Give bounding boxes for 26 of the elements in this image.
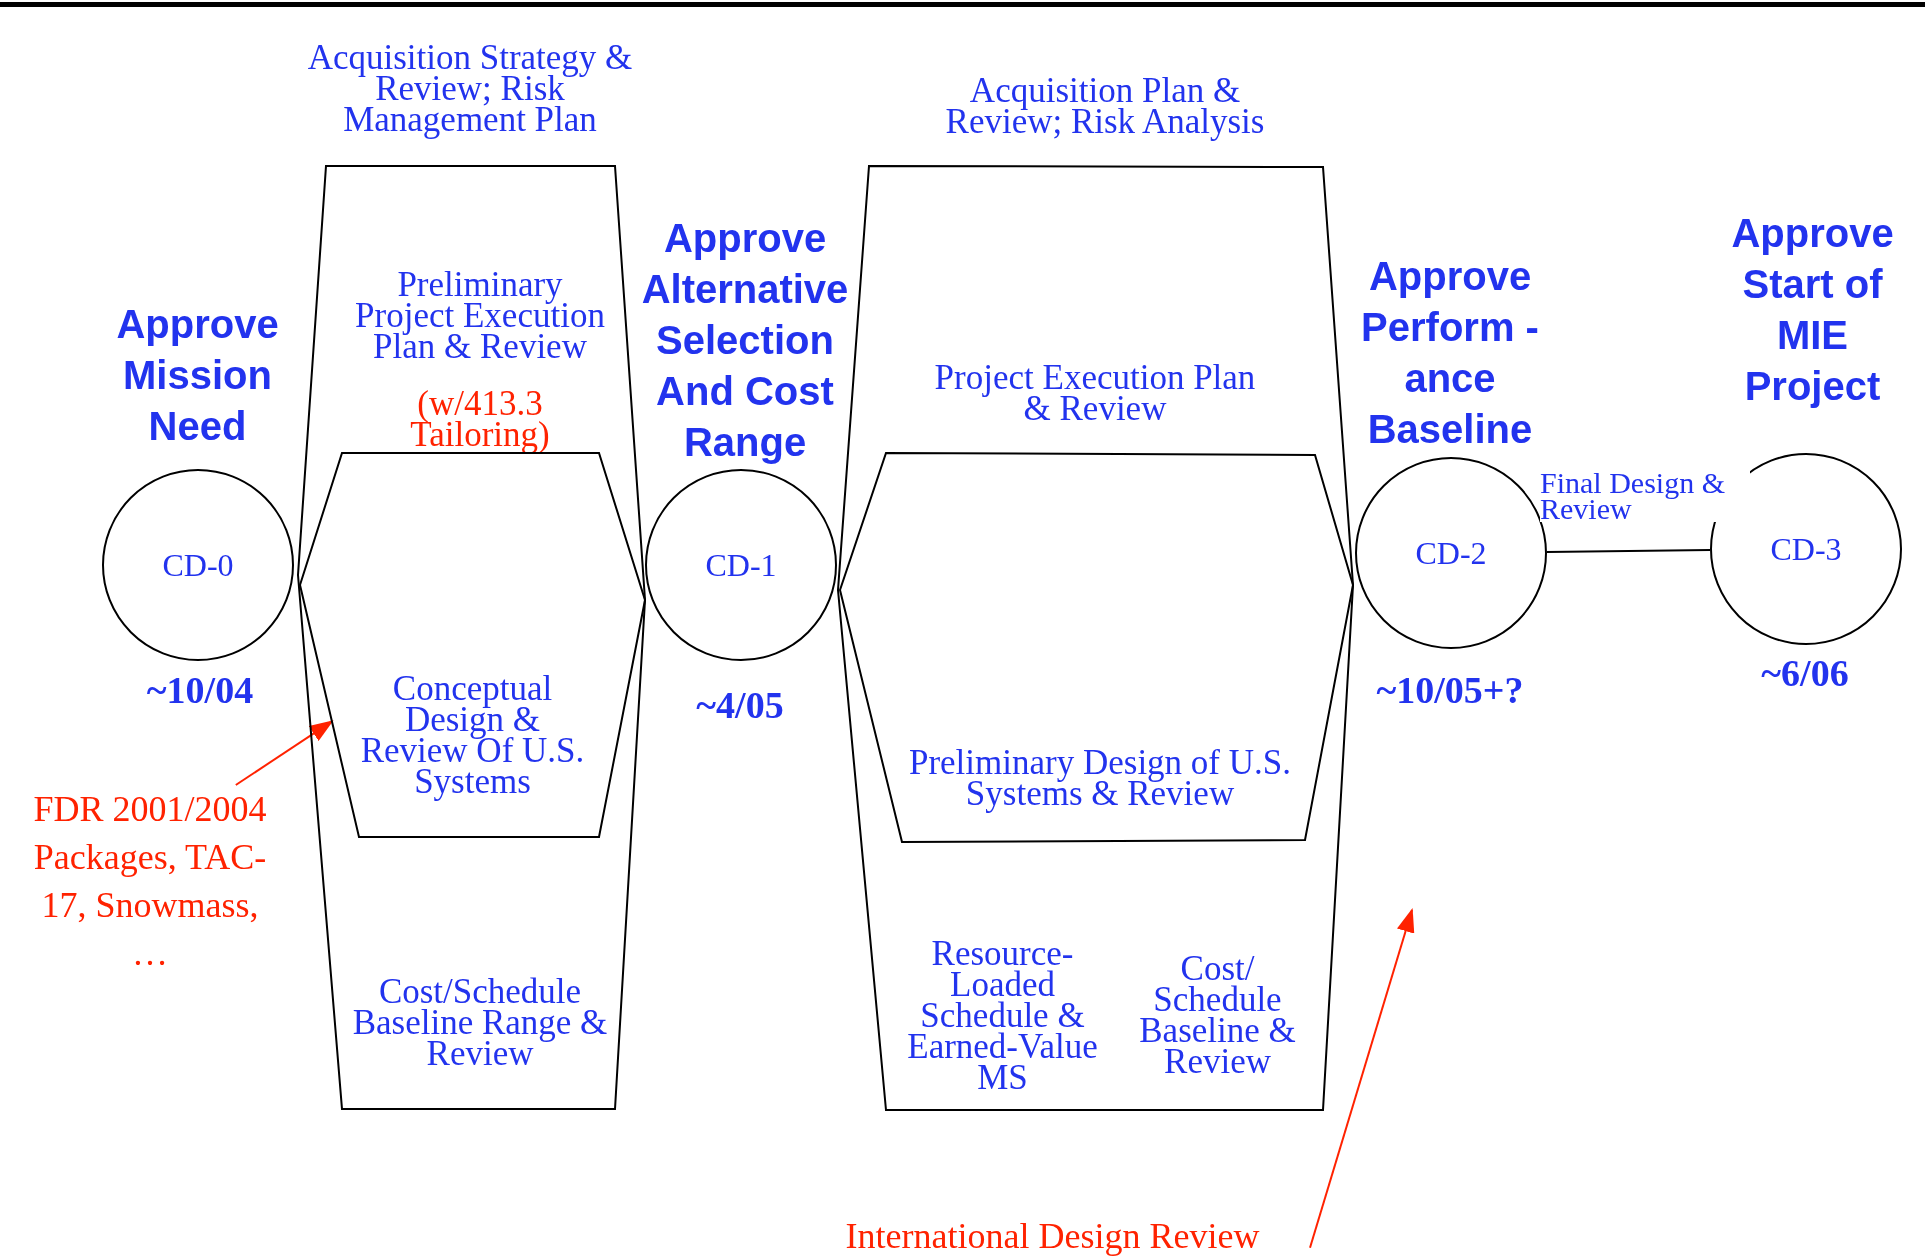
milestone-heading: Approve Alternative Selection And Cost Range [640, 214, 850, 466]
review-hexagon [300, 453, 645, 839]
milestone-heading: Approve Perform -ance Baseline [1360, 252, 1540, 453]
edge-label: Final Design & Review [1540, 470, 1750, 522]
phase-text: Cost/Schedule Baseline Range & Review [351, 976, 609, 1069]
milestone-label: CD-3 [1770, 531, 1842, 567]
note-text: FDR 2001/2004 Packages, TAC-17, Snowmass, … [20, 785, 280, 977]
date-label: ~6/06 [1761, 651, 1849, 695]
connector-line [1545, 549, 1712, 553]
milestone-label: CD-2 [1415, 535, 1487, 571]
phase-text: Cost/ Schedule Baseline & Review [1138, 953, 1297, 1077]
phase-text: Resource-Loaded Schedule & Earned-Value MS [906, 937, 1099, 1093]
arrow [1309, 908, 1415, 1249]
phase-text: Preliminary Project Execution Plan & Review [354, 268, 606, 362]
review-hexagon [840, 453, 1354, 843]
arrow [234, 720, 334, 786]
date-label: ~10/04 [146, 668, 254, 712]
note-text: International Design Review [795, 1212, 1310, 1256]
tailoring-note: (w/413.3 Tailoring) [409, 388, 551, 450]
milestone-heading: Approve Mission Need [115, 300, 280, 450]
milestone-heading: Approve Start of MIE Project [1730, 210, 1895, 410]
milestone-label: CD-0 [162, 547, 234, 583]
phase-text: Project Execution Plan & Review [933, 361, 1257, 424]
date-label: ~10/05+? [1376, 668, 1524, 712]
milestone-label: CD-1 [705, 547, 777, 583]
date-label: ~4/05 [696, 683, 784, 727]
